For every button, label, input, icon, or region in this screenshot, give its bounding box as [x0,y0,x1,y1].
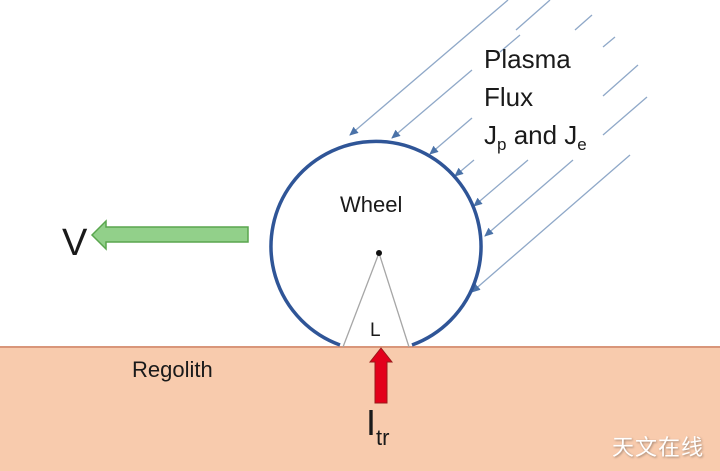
plasma-label-line1: Plasma [484,44,571,74]
contact-length-label: L [370,320,381,341]
contact-line-left [342,252,380,348]
flux-line-fragment [574,14,593,31]
wheel-label: Wheel [340,192,403,217]
flux-line-fragment [515,0,551,31]
flux-line-1 [349,0,509,136]
flux-line-fragment [602,36,616,48]
flux-line-fragment [499,34,521,53]
regolith-ground [0,347,720,471]
je-subscript: e [577,135,587,154]
contact-line-right [378,252,410,348]
velocity-label: V [62,222,88,264]
current-symbol: I [366,402,377,443]
wheel-rim [269,139,483,347]
plasma-flux-lines [349,0,648,293]
contact-wedge [342,252,410,348]
jp-symbol: J [484,120,497,150]
transfer-current-label: Itr [366,402,389,451]
transfer-current-arrow [368,347,394,404]
plasma-label-line2: Flux [484,82,534,112]
flux-line-fragment [602,64,639,97]
flux-line-5 [473,159,529,207]
plasma-label-line3: Jp and Je [484,116,587,164]
je-symbol: J [564,120,578,150]
flux-line-4 [454,159,475,177]
flux-line-3 [429,117,473,155]
velocity-arrow [90,219,249,251]
plasma-flux-label: Plasma Flux Jp and Je [484,40,587,164]
flux-line-fragment [602,96,648,136]
flux-line-2 [391,69,473,139]
flux-line-7 [471,154,631,293]
wheel-center-dot [376,250,382,256]
current-subscript: tr [376,425,390,450]
flux-line-6 [484,159,574,237]
watermark: 天文在线 [612,435,705,460]
and-text: and [506,120,565,150]
regolith-label: Regolith [132,357,213,382]
jp-subscript: p [497,135,507,154]
